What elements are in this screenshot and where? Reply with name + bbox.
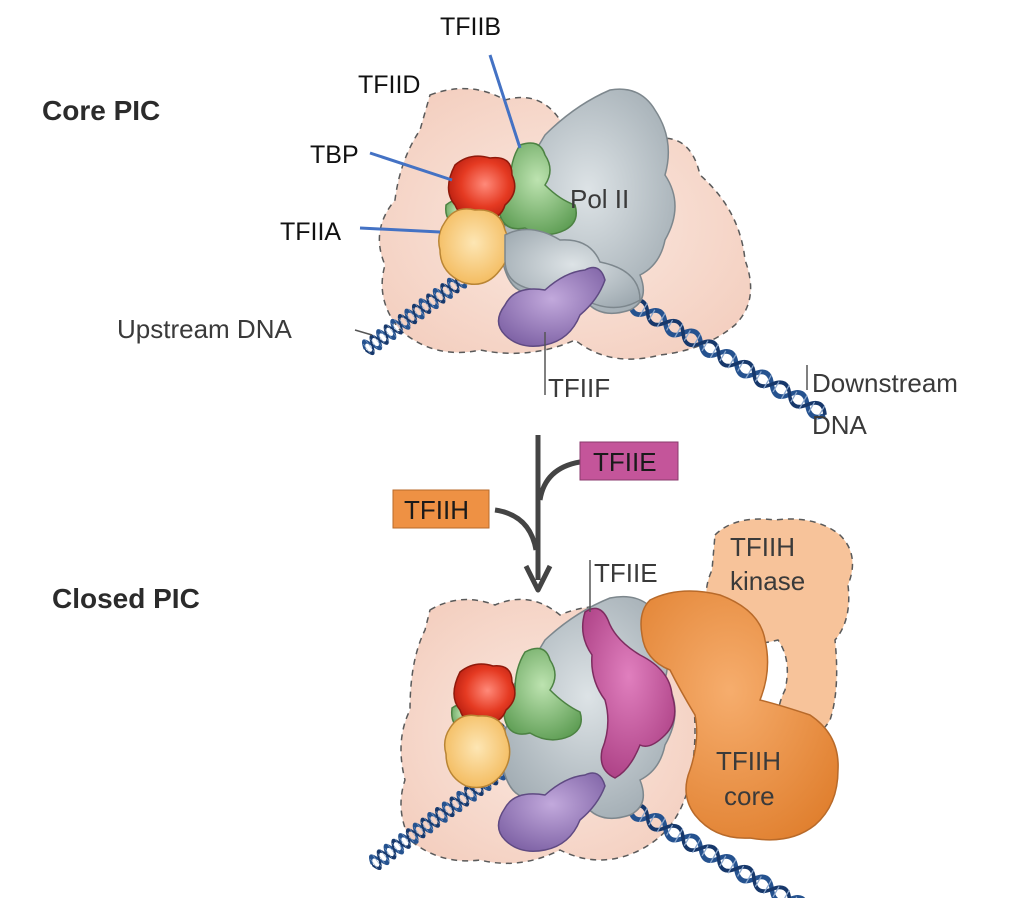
closed-tfiie-label: TFIIE — [594, 558, 658, 588]
tfiif-label: TFIIF — [548, 373, 610, 403]
tbp-callout-line — [369, 151, 453, 182]
tfiib-callout: TFIIB — [440, 13, 501, 41]
upstream-dna-leader — [354, 329, 373, 336]
upstream-dna-label: Upstream DNA — [117, 314, 292, 344]
tfiih-kinase-label-2: kinase — [730, 566, 805, 596]
transition-arrow-group: TFIIE TFIIH — [392, 435, 679, 593]
tfiia-shape — [438, 208, 510, 285]
tfiih-badge — [392, 489, 490, 529]
closed-tbp-shape — [453, 663, 516, 724]
tbp-shape — [447, 155, 516, 220]
tfiib-callout-line — [488, 54, 522, 149]
closed-tfiif-shape — [497, 772, 606, 852]
core-pic-title: Core PIC — [42, 95, 160, 126]
tfiih-core-label-1: TFIIH — [716, 746, 781, 776]
tfiih-core-label-2: core — [724, 781, 775, 811]
tfiie-join-curve — [537, 459, 581, 501]
closed-pic-diagram: TFIIH kinase TFIIH core TFIIE — [367, 518, 854, 898]
closed-tfiie-shape — [581, 607, 676, 779]
tfiih-badge-text: TFIIH — [404, 495, 469, 525]
core-pic-diagram: Pol II Upstream DNA TFIIF Downstream DNA… — [117, 13, 958, 440]
tfiie-badge — [579, 441, 679, 481]
tfiie-badge-text: TFIIE — [593, 447, 657, 477]
tfiif-shape — [497, 266, 606, 347]
closed-tfiia-shape — [443, 714, 511, 789]
downstream-dna-label-1: Downstream — [812, 368, 958, 398]
tfiia-callout: TFIIA — [280, 218, 341, 246]
tfiia-callout-line — [359, 226, 441, 234]
downstream-dna-label-2: DNA — [812, 410, 868, 440]
tfiih-core-shape — [640, 590, 839, 841]
tfiid-callout: TFIID — [358, 71, 421, 99]
transition-arrow-head — [523, 564, 553, 593]
tfiih-kinase-label-1: TFIIH — [730, 532, 795, 562]
pol2-label: Pol II — [570, 184, 629, 214]
tfiih-join-curve — [494, 507, 539, 551]
closed-pic-title: Closed PIC — [52, 583, 200, 614]
tbp-callout: TBP — [310, 141, 359, 169]
